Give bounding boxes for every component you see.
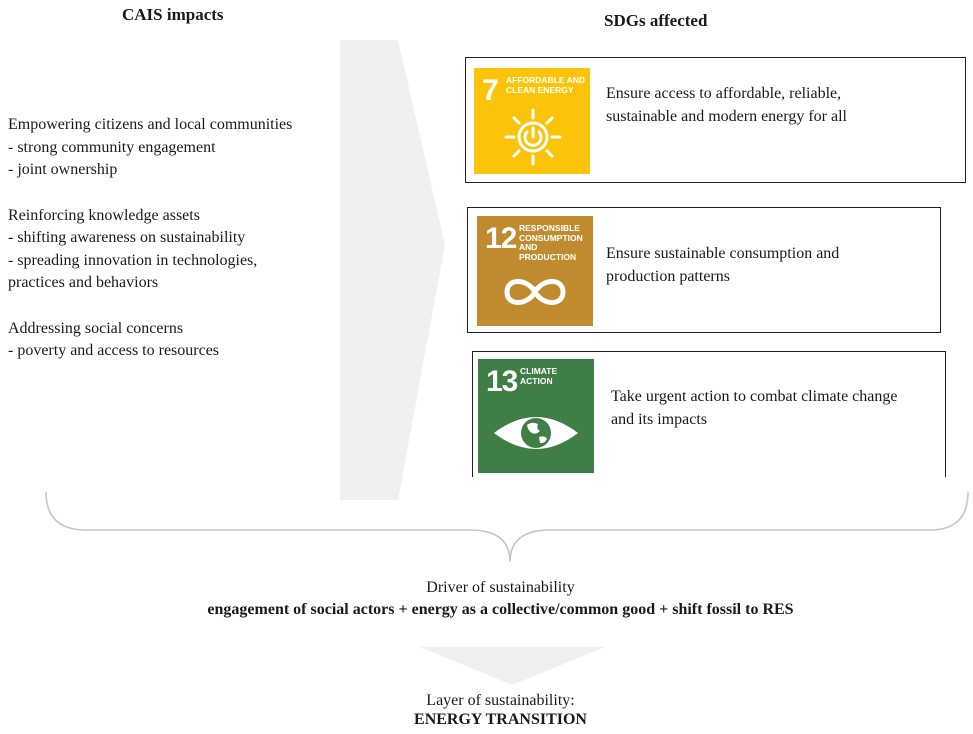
impact-group-knowledge: Reinforcing knowledge assets - shifting … [8, 205, 348, 295]
infinity-icon [504, 279, 566, 305]
impact-item: - strong community engagement [8, 138, 216, 156]
driver-label: Driver of sustainability [426, 579, 575, 596]
sdg-7-line: Ensure access to affordable, reliable, [606, 85, 842, 102]
sdg-12-box: 12 RESPONSIBLE CONSUMPTION AND PRODUCTIO… [467, 207, 941, 333]
eye-globe-icon [494, 417, 578, 449]
driver-text: engagement of social actors + energy as … [207, 601, 794, 618]
sdg-12-line: production patterns [606, 268, 730, 285]
sdg-13-tile: 13 CLIMATE ACTION [478, 359, 594, 473]
sdg-12-number: 12 [485, 222, 517, 255]
sdg-7-number: 7 [482, 74, 499, 107]
sdg-13-line: Take urgent action to combat climate cha… [611, 388, 898, 405]
impact-group-empowering: Empowering citizens and local communitie… [8, 114, 348, 182]
impact-item: - shifting awareness on sustainability [8, 229, 246, 246]
impact-item: - spreading innovation in technologies, [8, 251, 258, 269]
sdg-12-tile: 12 RESPONSIBLE CONSUMPTION AND PRODUCTIO… [477, 216, 593, 326]
cais-impacts-header: CAIS impacts [122, 5, 224, 24]
brace [45, 491, 969, 563]
impact-group-social: Addressing social concerns - poverty and… [8, 318, 348, 363]
sdg-13-description: Take urgent action to combat climate cha… [611, 385, 897, 431]
sdgs-affected-header: SDGs affected [604, 11, 708, 30]
layer-label: Layer of sustainability: [426, 692, 575, 709]
sdg-12-title: RESPONSIBLE CONSUMPTION AND PRODUCTION [519, 223, 583, 262]
impact-item: practices and behaviors [8, 274, 159, 291]
impact-item: - poverty and access to resources [8, 342, 220, 359]
sdg-13-title: CLIMATE ACTION [520, 366, 558, 386]
sdg-7-tile: 7 AFFORDABLE AND CLEAN ENERGY [474, 68, 590, 174]
impact-heading: Reinforcing knowledge assets [8, 206, 200, 224]
sdg-7-box: 7 AFFORDABLE AND CLEAN ENERGY Ensure acc… [465, 57, 966, 183]
impact-item: - joint ownership [8, 161, 118, 178]
down-arrow [420, 647, 605, 685]
sdg-7-line: sustainable and modern energy for all [606, 108, 847, 125]
sdg-13-box: 13 CLIMATE ACTION Take urgent action to … [472, 351, 946, 477]
sun-power-icon [504, 108, 562, 166]
sdg-12-line: Ensure sustainable consumption and [606, 245, 840, 262]
sdg-13-line: and its impacts [611, 411, 707, 428]
sdg-7-description: Ensure access to affordable, reliable, s… [606, 82, 847, 128]
impact-heading: Empowering citizens and local communitie… [8, 116, 293, 133]
layer-text: ENERGY TRANSITION [414, 711, 587, 728]
sdg-7-title: AFFORDABLE AND CLEAN ENERGY [506, 75, 586, 95]
impact-heading: Addressing social concerns [8, 319, 184, 337]
impacts-list: Empowering citizens and local communitie… [8, 114, 348, 386]
impact-arrow [340, 40, 445, 500]
sdg-12-description: Ensure sustainable consumption and produ… [606, 242, 839, 288]
sdg-13-number: 13 [486, 365, 518, 398]
